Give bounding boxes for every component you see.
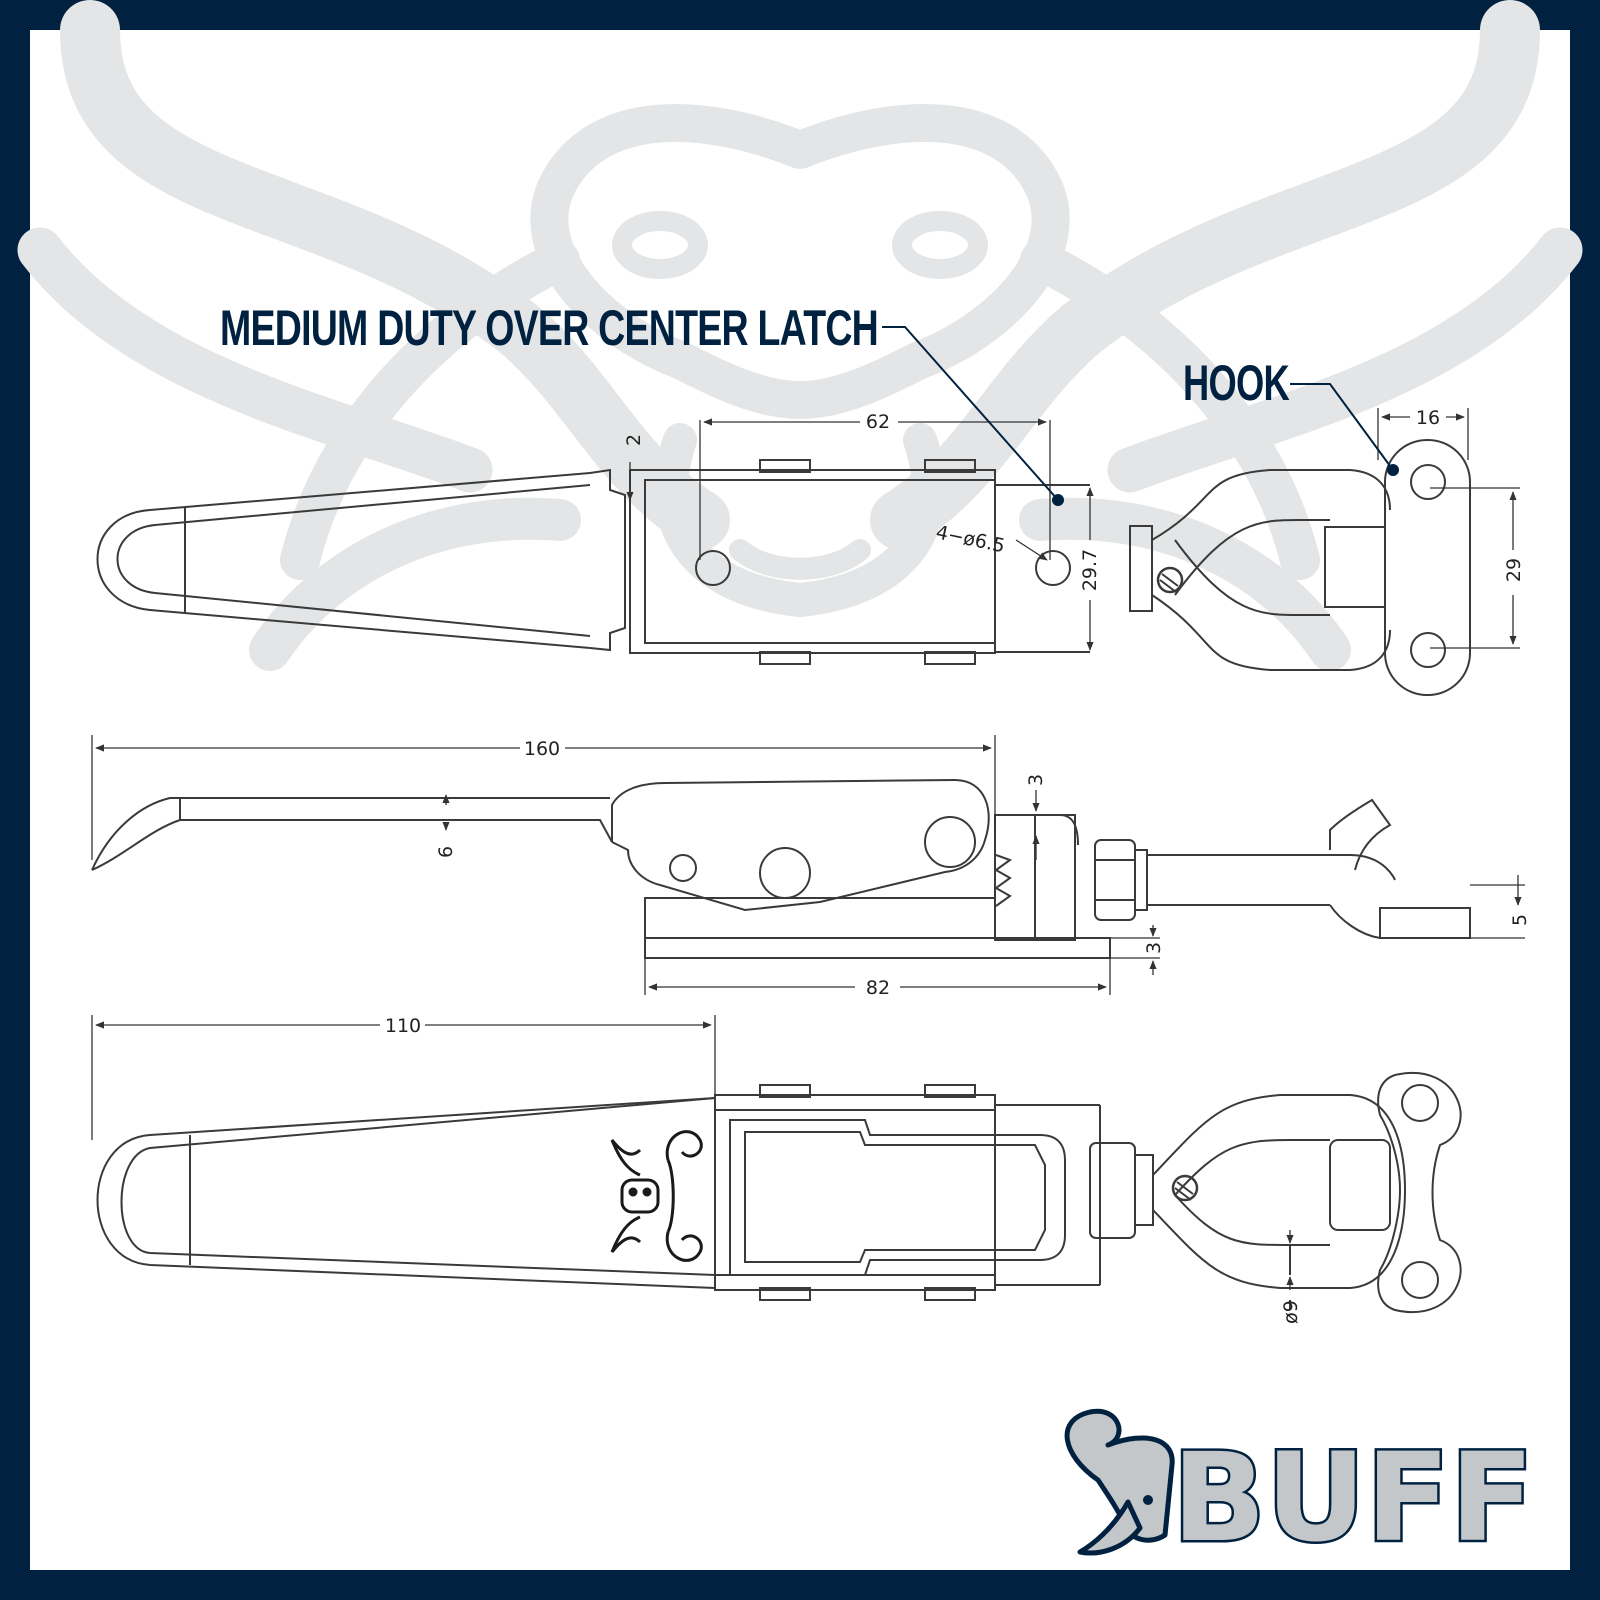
dim-110: 110: [385, 1015, 421, 1037]
callout-latch: MEDIUM DUTY OVER CENTER LATCH: [220, 300, 1064, 506]
dim-29-7: 29.7: [1079, 549, 1101, 591]
callout-hook-label: HOOK: [1183, 355, 1290, 411]
callout-hook-dot: [1387, 464, 1399, 476]
bottom-view: [96, 1072, 1462, 1313]
dim-82: 82: [866, 977, 890, 999]
dimension-lines: [91, 408, 1525, 1290]
callout-latch-dot: [1052, 494, 1064, 506]
buffalo-head-logo-icon: [1064, 1408, 1175, 1556]
dim-3-base: 3: [1143, 942, 1165, 954]
callout-latch-label: MEDIUM DUTY OVER CENTER LATCH: [220, 300, 878, 356]
callout-hook: HOOK: [1183, 355, 1399, 476]
dim-16: 16: [1416, 407, 1440, 429]
top-view: [96, 439, 1471, 696]
dim-9: ø9: [1280, 1300, 1302, 1324]
dim-29: 29: [1503, 558, 1525, 582]
buffalo-emblem-icon: [610, 1130, 703, 1262]
dim-160: 160: [524, 738, 560, 760]
dim-6: 6: [435, 846, 457, 858]
buffalo-head-icon: [17, 0, 1583, 671]
dim-62: 62: [866, 411, 890, 433]
side-view: [91, 778, 1471, 959]
brand-logo: BUFF: [1064, 1408, 1537, 1572]
dim-3-top: 3: [1025, 774, 1047, 786]
dim-5: 5: [1509, 914, 1531, 926]
dim-2: 2: [623, 434, 645, 446]
brand-name: BUFF: [1172, 1427, 1534, 1569]
